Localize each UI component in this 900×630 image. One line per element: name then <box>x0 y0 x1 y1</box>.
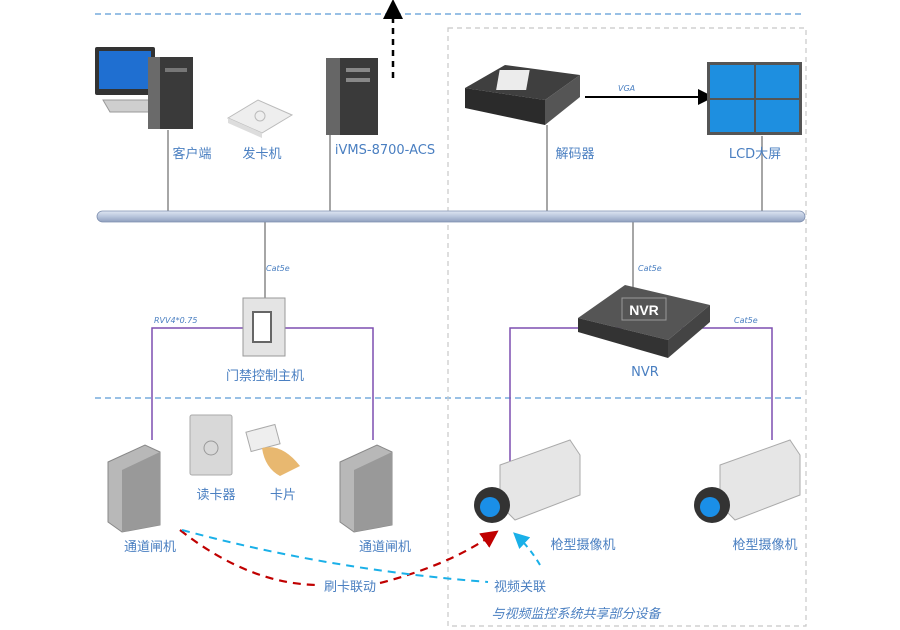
controller-label: 门禁控制主机 <box>225 369 305 384</box>
nvr-badge: NVR <box>629 302 659 318</box>
vga-label: VGA <box>618 84 636 93</box>
camera-right-label: 枪型摄像机 <box>732 538 798 553</box>
reader-label: 读卡器 <box>196 488 236 503</box>
bullet-camera-left-icon <box>474 439 581 523</box>
client-label: 客户端 <box>172 147 212 162</box>
bus-drops <box>167 125 763 298</box>
card-linkage-label: 刷卡联动 <box>323 580 377 595</box>
camera-left-label: 枪型摄像机 <box>550 538 616 553</box>
rvv-label: RVV4*0.75 <box>154 316 198 325</box>
cat5e-camera-label: Cat5e <box>734 316 758 325</box>
card-issuer-icon <box>226 99 294 138</box>
server-icon <box>326 58 378 135</box>
cat5e-controller-label: Cat5e <box>266 264 290 273</box>
client-computer-icon <box>95 47 193 129</box>
turnstile-left-label: 通道闸机 <box>123 540 177 555</box>
cat5e-nvr-label: Cat5e <box>638 264 662 273</box>
access-controller-icon <box>242 297 286 357</box>
card-linkage-arrow <box>179 530 495 587</box>
lcd-wall-icon <box>707 62 802 135</box>
turnstile-right-icon <box>339 444 393 533</box>
video-linkage-line <box>181 529 489 583</box>
shared-equipment-zone <box>447 27 807 627</box>
network-bus <box>96 210 806 223</box>
decoder-icon <box>465 65 580 125</box>
shared-equipment-note: 与视频监控系统共享部分设备 <box>491 607 661 622</box>
turnstile-right-label: 通道闸机 <box>358 540 412 555</box>
lcd-label: LCD大屏 <box>728 147 782 162</box>
turnstile-left-icon <box>107 444 161 533</box>
nvr-label: NVR <box>631 365 659 380</box>
video-linkage-arrow <box>513 532 541 566</box>
video-linkage-label: 视频关联 <box>493 580 547 595</box>
server-label: iVMS-8700-ACS <box>334 143 436 158</box>
card-reader-icon <box>189 414 233 476</box>
bullet-camera-right-icon <box>694 439 801 523</box>
card-label: 卡片 <box>269 488 297 503</box>
card-icon <box>245 423 300 476</box>
decoder-label: 解码器 <box>555 147 595 162</box>
nvr-icon: NVR <box>578 285 710 358</box>
card-issuer-label: 发卡机 <box>242 147 282 162</box>
